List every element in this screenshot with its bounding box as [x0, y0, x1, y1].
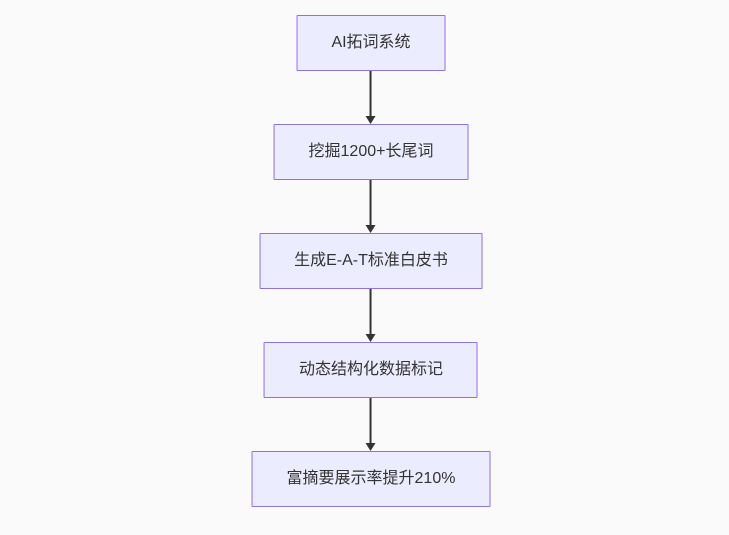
flow-node-1: AI拓词系统	[296, 15, 446, 71]
flow-node-2-label: 挖掘1200+长尾词	[308, 143, 434, 160]
flow-arrow-3	[366, 289, 376, 342]
arrowhead-down-icon	[366, 334, 376, 342]
flow-node-5: 富摘要展示率提升210%	[251, 451, 491, 507]
arrowhead-down-icon	[366, 225, 376, 233]
flow-node-3-label: 生成E-A-T标准白皮书	[294, 252, 448, 269]
flow-arrow-2	[366, 180, 376, 233]
flow-node-4-label: 动态结构化数据标记	[298, 361, 443, 378]
flow-node-2: 挖掘1200+长尾词	[273, 124, 469, 180]
arrow-line	[370, 398, 372, 443]
flow-node-5-label: 富摘要展示率提升210%	[286, 470, 456, 487]
arrow-line	[370, 71, 372, 116]
flow-node-4: 动态结构化数据标记	[263, 342, 478, 398]
flowchart: AI拓词系统 挖掘1200+长尾词 生成E-A-T标准白皮书 动态结构化数据标记	[251, 15, 491, 507]
flow-arrow-1	[366, 71, 376, 124]
arrow-line	[370, 289, 372, 334]
flow-arrow-4	[366, 398, 376, 451]
arrow-line	[370, 180, 372, 225]
arrowhead-down-icon	[366, 443, 376, 451]
flow-node-1-label: AI拓词系统	[331, 34, 411, 51]
arrowhead-down-icon	[366, 116, 376, 124]
flow-node-3: 生成E-A-T标准白皮书	[259, 233, 483, 289]
